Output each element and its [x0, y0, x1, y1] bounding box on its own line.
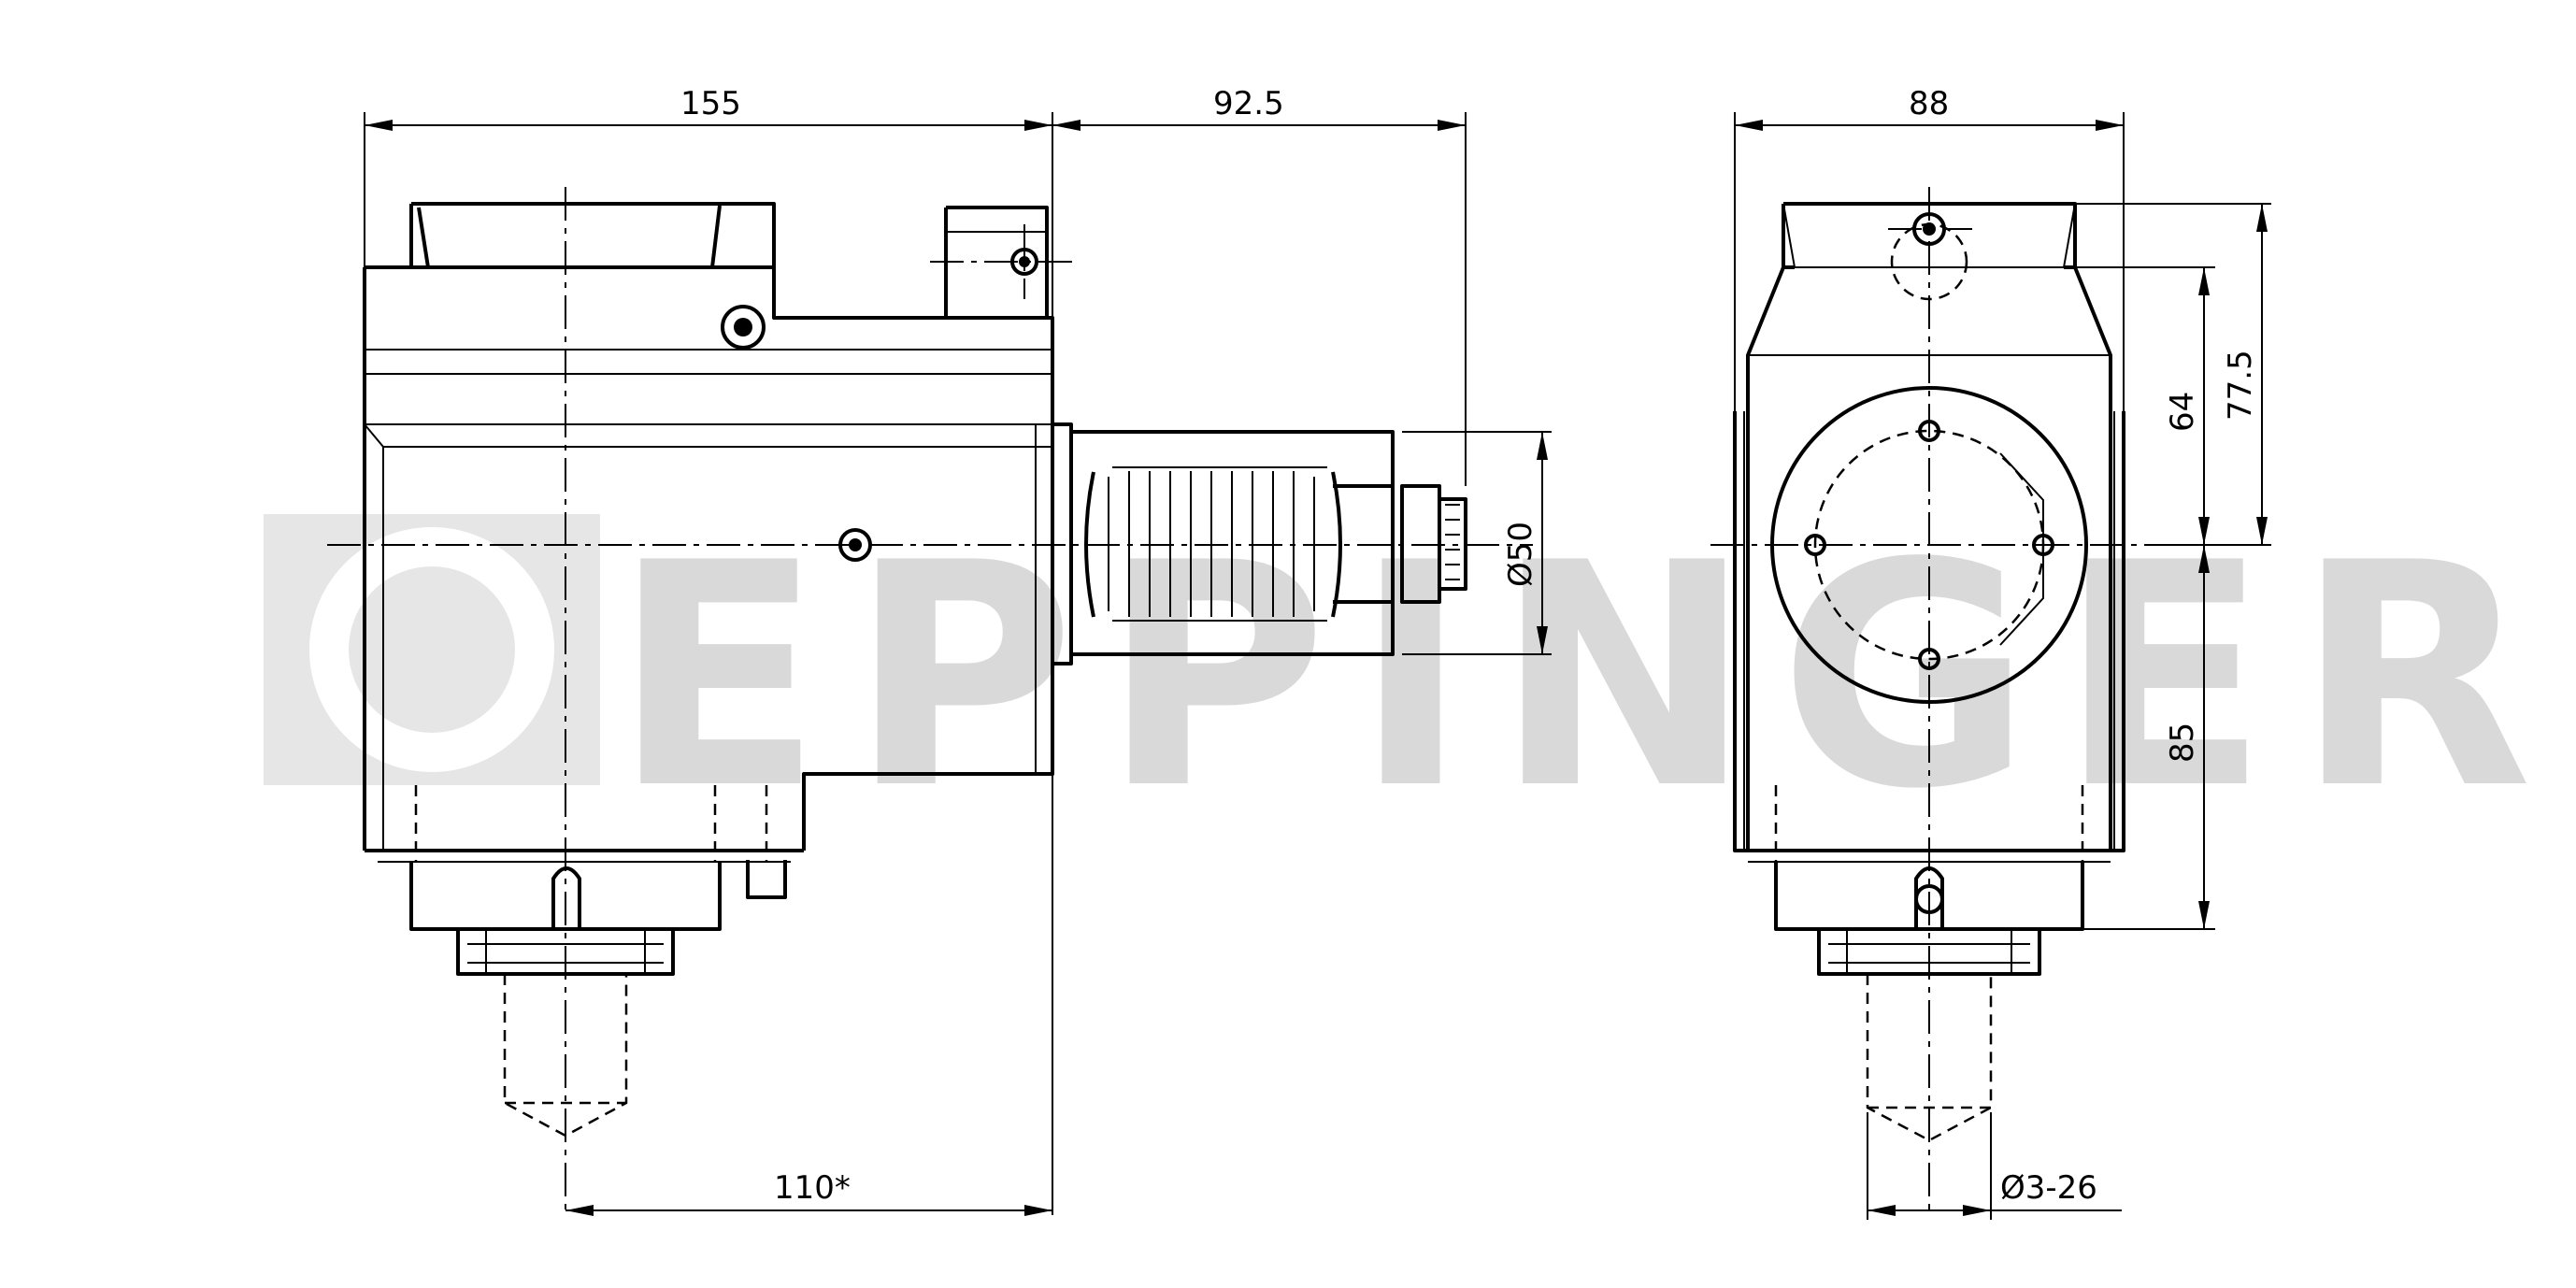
watermark: EPPINGER	[264, 497, 2559, 856]
dim-diameter-50: Ø50	[1502, 522, 1539, 587]
dim-92-5: 92.5	[1213, 85, 1284, 122]
dim-155: 155	[680, 85, 741, 122]
dim-110: 110*	[774, 1169, 851, 1207]
watermark-text: EPPINGER	[612, 497, 2559, 856]
dim-85: 85	[2164, 723, 2201, 763]
dim-88: 88	[1909, 85, 1949, 122]
front-view	[1710, 187, 2150, 1215]
screw-icon	[721, 305, 766, 350]
front-dimensions: 88 64 77.5 85 Ø3-26	[1734, 85, 2271, 1220]
dim-diameter-3-26: Ø3-26	[2000, 1169, 2097, 1207]
dim-64: 64	[2164, 392, 2201, 432]
dim-77-5: 77.5	[2222, 350, 2259, 421]
side-dimensions: 155 92.5 Ø50 110*	[364, 85, 1552, 1216]
